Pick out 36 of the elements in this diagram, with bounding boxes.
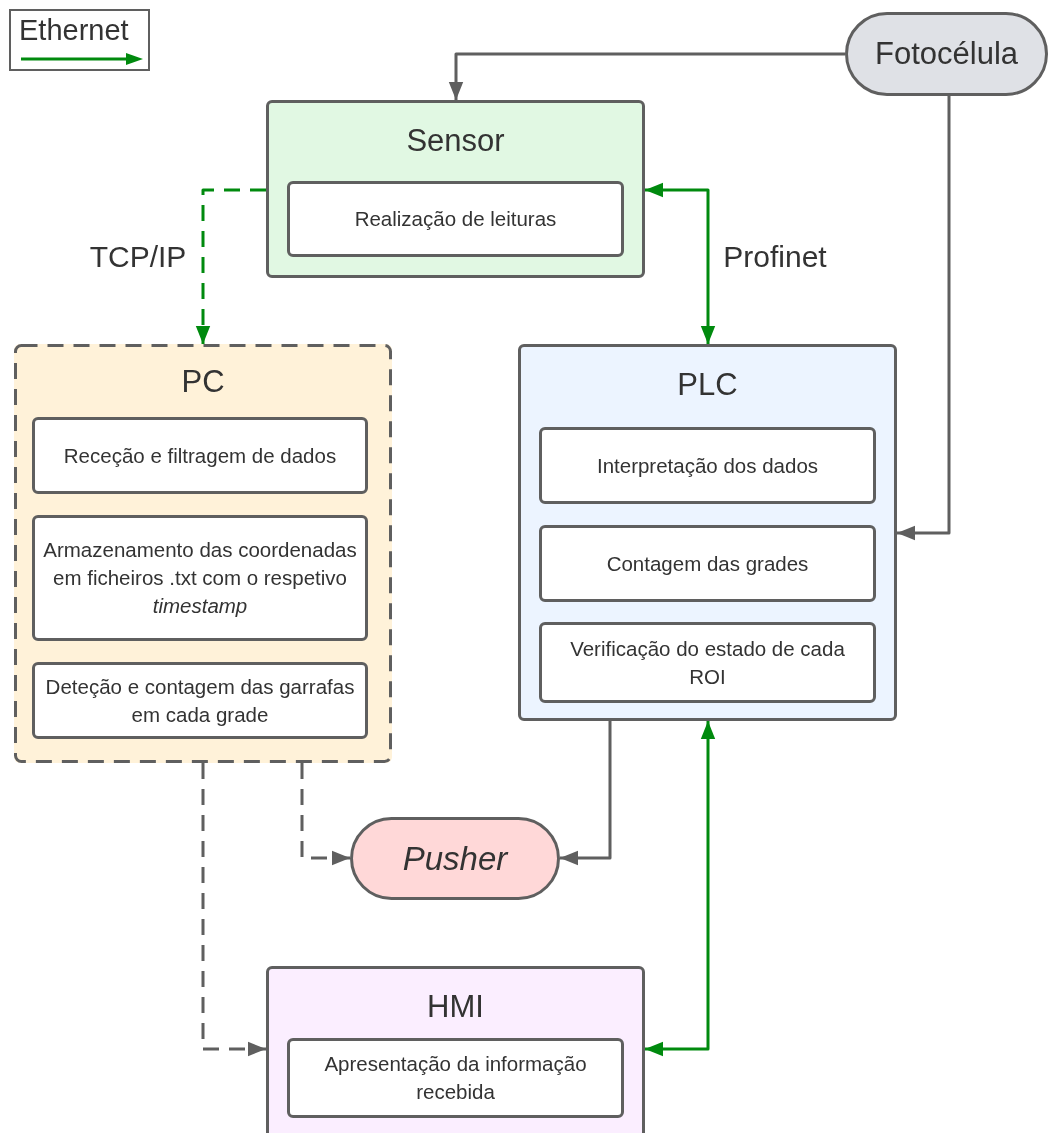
process-box bbox=[539, 622, 876, 703]
step-text: Armazenamento das coordenadas em ficheiros .txt com o respetivo timestamp bbox=[43, 537, 357, 619]
step-text: Contagem das grades bbox=[606, 550, 809, 577]
node-title: Sensor bbox=[406, 123, 505, 159]
component-box bbox=[518, 344, 897, 721]
connector-arrow bbox=[645, 721, 716, 1057]
connector-arrow bbox=[448, 52, 845, 100]
process-box bbox=[539, 427, 876, 504]
terminal-shape bbox=[845, 12, 1048, 96]
process-box bbox=[32, 417, 368, 494]
connector-arrow bbox=[897, 96, 951, 541]
connector-arrow bbox=[300, 763, 350, 866]
component-box bbox=[266, 966, 645, 1133]
step-text: Deteção e contagem das garrafas em cada grade bbox=[44, 673, 356, 728]
node-title: Pusher bbox=[402, 839, 508, 878]
node-title: PLC bbox=[677, 367, 738, 403]
node-title: HMI bbox=[427, 989, 484, 1025]
component-box bbox=[14, 344, 392, 763]
process-box bbox=[32, 515, 368, 641]
step-text: Apresentação da informação recebida bbox=[323, 1051, 588, 1105]
connector-arrow bbox=[645, 182, 716, 344]
component-box bbox=[266, 100, 645, 278]
connector-arrow bbox=[201, 763, 266, 1057]
step-text: Interpretação dos dados bbox=[596, 452, 819, 479]
process-box bbox=[287, 181, 624, 257]
legend-text: Ethernet bbox=[19, 14, 129, 47]
connector-arrow bbox=[560, 721, 612, 866]
process-box bbox=[32, 662, 368, 739]
process-box bbox=[287, 1038, 624, 1118]
node-title: Fotocélula bbox=[875, 36, 1018, 72]
node-title: PC bbox=[181, 364, 225, 400]
step-text: Realização de leituras bbox=[354, 206, 557, 232]
connector-arrow bbox=[195, 188, 266, 344]
process-box bbox=[539, 525, 876, 602]
step-text: Receção e filtragem de dados bbox=[63, 442, 337, 469]
step-text: Verificação do estado de cada ROI bbox=[569, 635, 846, 690]
